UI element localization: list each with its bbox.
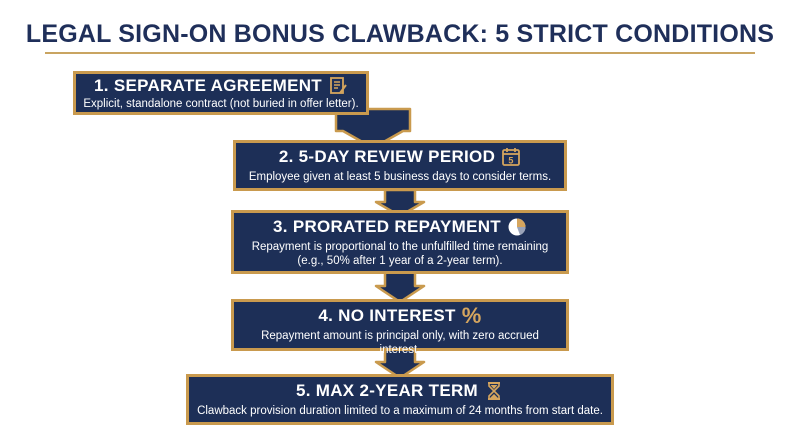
arrow-4-to-5: [374, 347, 426, 380]
step-3-box: 3. PRORATED REPAYMENT Repayment is propo…: [231, 210, 569, 274]
step-1-box: 1. SEPARATE AGREEMENT Explicit, standalo…: [73, 71, 369, 115]
step-2-description: Employee given at least 5 business days …: [248, 171, 552, 183]
hourglass-icon: [484, 381, 504, 401]
step-3-heading: 3. PRORATED REPAYMENT: [273, 217, 501, 236]
arrow-2-to-3: [374, 188, 426, 218]
step-3-description-line-2: (e.g., 50% after 1 year of a 2-year term…: [297, 255, 503, 267]
step-4-box: 4. NO INTEREST % Repayment amount is pri…: [231, 299, 569, 356]
step-3-description-line-1: Repayment is proportional to the unfulfi…: [251, 241, 549, 253]
percent-icon: %: [461, 303, 482, 328]
step-2-box: 2. 5-DAY REVIEW PERIOD 5 Employee given …: [233, 140, 567, 191]
step-1-heading: 1. SEPARATE AGREEMENT: [94, 76, 322, 95]
document-icon: [328, 76, 348, 96]
arrow-1-to-2: [334, 107, 412, 150]
step-2-heading: 2. 5-DAY REVIEW PERIOD: [278, 147, 496, 166]
step-4-description: Repayment amount is principal only, with…: [261, 330, 539, 356]
step-1-description: Explicit, standalone contract (not burie…: [83, 98, 359, 110]
arrow-3-to-4: [374, 270, 426, 304]
step-5-heading: 5. MAX 2-YEAR TERM: [295, 381, 479, 400]
step-4-heading: 4. NO INTEREST: [318, 306, 456, 325]
step-3-description: Repayment is proportional to the unfulfi…: [234, 240, 566, 268]
pie-chart-icon: [507, 217, 527, 237]
step-5-box: 5. MAX 2-YEAR TERM Clawback provision du…: [186, 374, 614, 425]
page-title: LEGAL SIGN-ON BONUS CLAWBACK: 5 STRICT C…: [25, 20, 775, 48]
step-5-description: Clawback provision duration limited to a…: [197, 405, 603, 417]
calendar-icon: 5: [501, 147, 521, 167]
calendar-icon-number: 5: [509, 156, 514, 166]
title-divider: [45, 52, 755, 54]
